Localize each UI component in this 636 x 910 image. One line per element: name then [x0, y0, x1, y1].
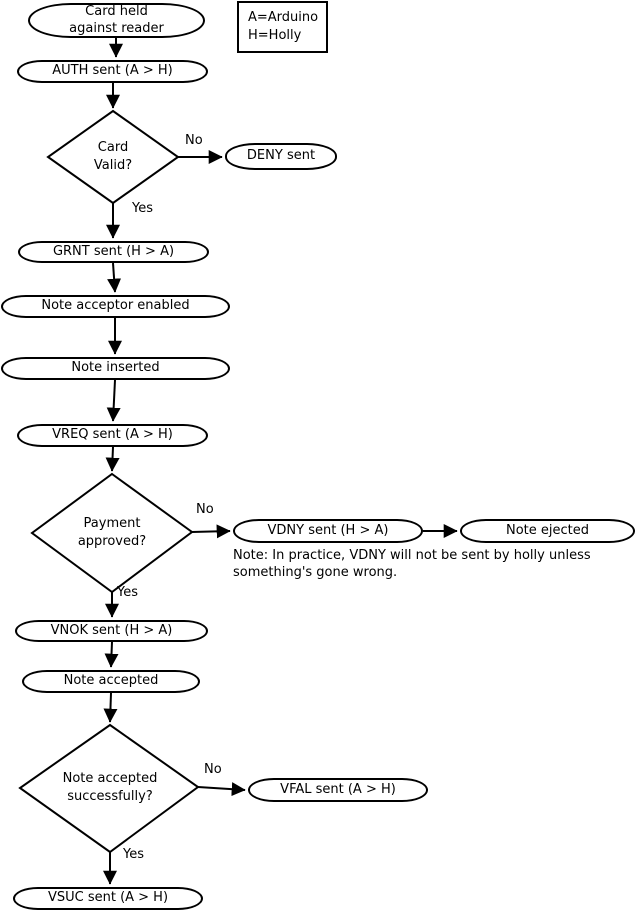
edge-label-card-valid-no: No — [185, 133, 203, 148]
node-note-inserted: Note inserted — [1, 357, 230, 380]
node-note-ejected-label: Note ejected — [505, 522, 589, 538]
node-vfal-sent-label: VFAL sent (A > H) — [280, 781, 396, 797]
arrow-grnt-to-noteacceptor — [107, 262, 122, 293]
node-card-held-line1: Card held — [85, 3, 148, 19]
legend-box: A=Arduino H=Holly — [237, 1, 328, 53]
node-note-acceptor-enabled: Note acceptor enabled — [1, 295, 230, 318]
edge-label-accepted-yes: Yes — [123, 847, 144, 862]
arrow-noteinserted-to-vreq — [106, 379, 121, 422]
vdny-note-annotation: Note: In practice, VDNY will not be sent… — [233, 548, 613, 582]
node-card-held-line2: against reader — [69, 20, 164, 36]
node-card-held-against-reader: Card held against reader — [28, 3, 205, 38]
arrow-vnok-to-noteaccepted — [104, 641, 119, 668]
vdny-note-line2: something's gone wrong. — [233, 564, 398, 580]
node-vdny-sent-label: VDNY sent (H > A) — [267, 522, 389, 538]
node-auth-sent: AUTH sent (A > H) — [17, 60, 208, 83]
node-note-ejected: Note ejected — [460, 519, 635, 543]
decision-card-valid-line2: Valid? — [93, 158, 133, 173]
edge-label-card-valid-yes: Yes — [132, 201, 153, 216]
node-deny-sent: DENY sent — [225, 143, 337, 170]
edge-label-accepted-no: No — [204, 762, 222, 777]
decision-payment-approved-text: Payment approved? — [42, 506, 182, 560]
legend-line-arduino: A=Arduino — [248, 10, 319, 26]
node-vfal-sent: VFAL sent (A > H) — [248, 778, 428, 802]
edge-label-payment-no: No — [196, 502, 214, 517]
node-note-acceptor-enabled-label: Note acceptor enabled — [41, 298, 190, 314]
vdny-note-line1: Note: In practice, VDNY will not be sent… — [233, 548, 591, 563]
decision-note-accepted-successfully-text: Note accepted successfully? — [40, 761, 180, 815]
node-note-inserted-label: Note inserted — [71, 360, 160, 376]
node-note-accepted-label: Note accepted — [63, 673, 159, 689]
legend-line-holly: H=Holly — [248, 28, 302, 43]
node-vsuc-sent: VSUC sent (A > H) — [13, 887, 203, 910]
arrow-vreq-to-payment — [105, 446, 120, 472]
node-vreq-sent-label: VREQ sent (A > H) — [52, 427, 173, 443]
arrow-payment-no-to-vdny — [191, 524, 231, 539]
arrow-decision-no-to-vfal — [197, 782, 246, 797]
node-vdny-sent: VDNY sent (H > A) — [233, 519, 423, 543]
node-deny-sent-label: DENY sent — [246, 148, 316, 164]
decision-note-accepted-successfully-line2: successfully? — [67, 789, 153, 804]
node-vnok-sent: VNOK sent (H > A) — [15, 620, 208, 642]
edge-label-payment-yes: Yes — [117, 585, 138, 600]
node-auth-sent-label: AUTH sent (A > H) — [52, 63, 173, 79]
arrow-noteaccepted-to-decision — [103, 692, 118, 723]
node-vsuc-sent-label: VSUC sent (A > H) — [47, 890, 169, 906]
decision-payment-approved-line2: approved? — [77, 534, 147, 549]
decision-card-valid-text: Card Valid? — [63, 130, 163, 184]
node-grnt-sent-label: GRNT sent (H > A) — [52, 243, 175, 259]
node-vnok-sent-label: VNOK sent (H > A) — [50, 622, 173, 638]
node-grnt-sent: GRNT sent (H > A) — [18, 241, 209, 263]
node-note-accepted: Note accepted — [22, 670, 200, 693]
node-vreq-sent: VREQ sent (A > H) — [17, 424, 208, 447]
decision-payment-approved-line1: Payment — [83, 516, 141, 532]
decision-note-accepted-successfully-line1: Note accepted — [62, 771, 158, 787]
decision-card-valid-line1: Card — [97, 140, 129, 156]
